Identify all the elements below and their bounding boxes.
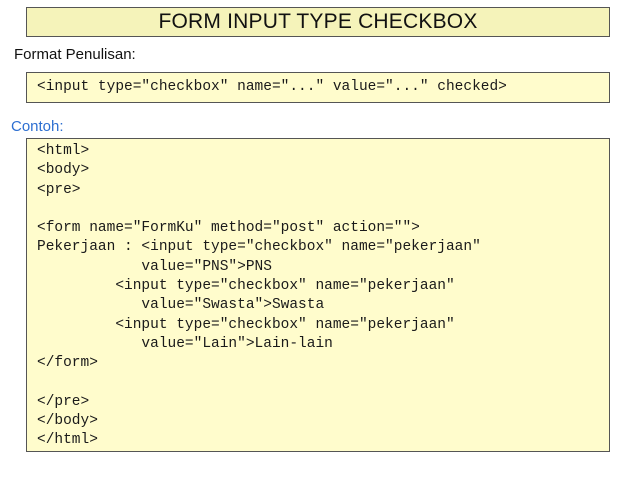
example-label: Contoh:: [11, 118, 64, 135]
format-label: Format Penulisan:: [14, 46, 136, 63]
code-line: [37, 200, 609, 219]
syntax-code-box: <input type="checkbox" name="..." value=…: [26, 72, 610, 103]
code-line: value="Swasta">Swasta: [37, 297, 325, 314]
example-code-box: <html> <body> <pre> <form name="FormKu" …: [26, 138, 610, 452]
code-line: value="PNS">PNS: [37, 258, 272, 275]
code-line: </body>: [37, 413, 98, 430]
code-line: </html>: [37, 432, 98, 449]
code-line: </pre>: [37, 393, 90, 410]
slide-title: FORM INPUT TYPE CHECKBOX: [26, 7, 610, 37]
code-line: <body>: [37, 162, 90, 179]
code-line: <html>: [37, 143, 90, 159]
code-line: [37, 374, 609, 393]
code-line: <input type="checkbox" name="pekerjaan": [37, 278, 455, 295]
code-line: Pekerjaan : <input type="checkbox" name=…: [37, 239, 481, 256]
code-line: <pre>: [37, 181, 81, 198]
code-line: value="Lain">Lain-lain: [37, 335, 333, 352]
code-line: <input type="checkbox" name="pekerjaan": [37, 316, 455, 333]
code-line: </form>: [37, 355, 98, 372]
code-line: <form name="FormKu" method="post" action…: [37, 220, 420, 237]
